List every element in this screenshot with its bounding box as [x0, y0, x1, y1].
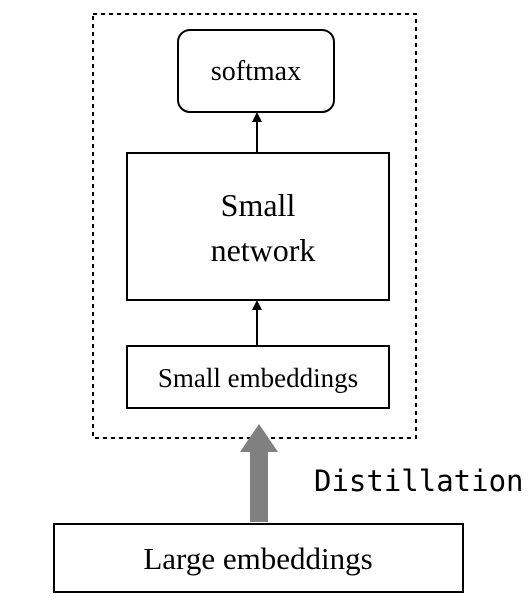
large-embeddings-box	[53, 523, 464, 593]
large-embeddings-label: Large embeddings	[143, 541, 372, 576]
small-embeddings-box	[126, 345, 390, 409]
distillation-label: Distillation	[314, 464, 524, 498]
small-network-label-line2: network	[211, 232, 316, 268]
small-network-box	[126, 152, 390, 301]
distillation-arrow	[240, 424, 278, 522]
softmax-label: softmax	[211, 56, 301, 87]
small-embeddings-label: Small embeddings	[158, 363, 358, 393]
student-model-boundary	[92, 13, 417, 439]
small-network-label-line1: Small	[221, 187, 296, 223]
